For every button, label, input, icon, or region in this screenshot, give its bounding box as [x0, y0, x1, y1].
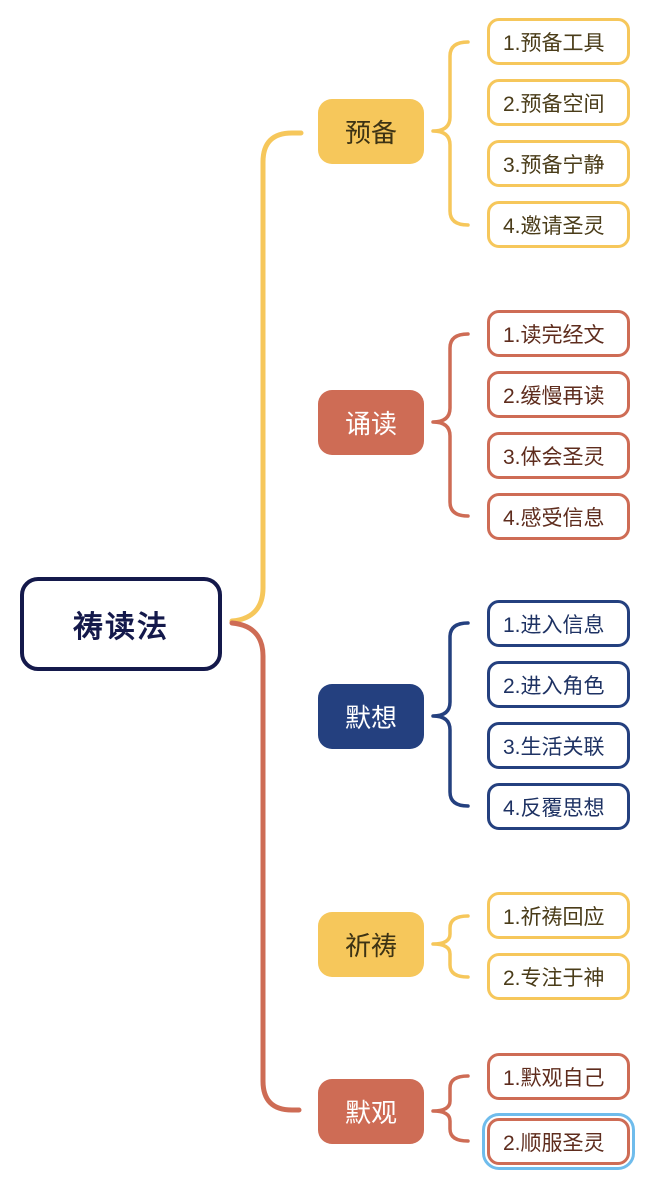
subtopic-label: 2.缓慢再读 — [503, 384, 605, 408]
brace-recitation — [431, 332, 470, 518]
subtopic-label: 2.预备空间 — [503, 92, 605, 116]
branch-preparation-label: 预备 — [344, 118, 397, 148]
branch-preparation[interactable]: 预备 — [318, 99, 424, 164]
subtopic-prayer-2[interactable]: 2.专注于神 — [487, 953, 630, 1000]
subtopic-label: 1.默观自己 — [503, 1066, 605, 1090]
branch-contemplation-label: 默观 — [344, 1098, 397, 1128]
subtopic-label: 2.专注于神 — [503, 966, 605, 990]
subtopic-label: 2.进入角色 — [503, 674, 605, 698]
branch-recitation[interactable]: 诵读 — [318, 390, 424, 455]
subtopic-label: 4.反覆思想 — [503, 796, 605, 820]
branch-prayer-label: 祈祷 — [344, 931, 397, 961]
brace-prayer — [431, 914, 470, 979]
branch-recitation-label: 诵读 — [344, 409, 397, 439]
subtopic-recitation-2[interactable]: 2.缓慢再读 — [487, 371, 630, 418]
subtopic-meditation-1[interactable]: 1.进入信息 — [487, 600, 630, 647]
brace-meditation — [431, 621, 470, 808]
subtopic-label: 1.祈祷回应 — [503, 905, 605, 929]
subtopic-label: 4.邀请圣灵 — [503, 214, 605, 238]
subtopic-prayer-1[interactable]: 1.祈祷回应 — [487, 892, 630, 939]
subtopic-recitation-4[interactable]: 4.感受信息 — [487, 493, 630, 540]
subtopic-label: 3.生活关联 — [503, 735, 605, 759]
subtopic-label: 1.进入信息 — [503, 613, 605, 637]
subtopic-contemplation-1[interactable]: 1.默观自己 — [487, 1053, 630, 1100]
branch-prayer[interactable]: 祈祷 — [318, 912, 424, 977]
subtopic-meditation-2[interactable]: 2.进入角色 — [487, 661, 630, 708]
subtopic-contemplation-2-selected[interactable]: 2.顺服圣灵 — [482, 1113, 635, 1170]
branch-meditation-label: 默想 — [344, 703, 397, 733]
subtopic-meditation-4[interactable]: 4.反覆思想 — [487, 783, 630, 830]
subtopic-preparation-2[interactable]: 2.预备空间 — [487, 79, 630, 126]
subtopic-label: 3.预备宁静 — [503, 153, 605, 177]
subtopic-label: 3.体会圣灵 — [503, 445, 605, 469]
subtopic-label: 2.顺服圣灵 — [503, 1131, 605, 1155]
subtopic-label: 4.感受信息 — [503, 506, 605, 530]
connector-root-contemplation — [229, 620, 302, 1113]
branch-meditation[interactable]: 默想 — [318, 684, 424, 749]
brace-preparation — [431, 40, 470, 227]
subtopic-preparation-4[interactable]: 4.邀请圣灵 — [487, 201, 630, 248]
subtopic-preparation-1[interactable]: 1.预备工具 — [487, 18, 630, 65]
subtopic-label: 1.预备工具 — [503, 31, 605, 55]
root-topic[interactable]: 祷读法 — [20, 577, 222, 671]
brace-contemplation — [431, 1074, 470, 1143]
subtopic-recitation-1[interactable]: 1.读完经文 — [487, 310, 630, 357]
subtopic-recitation-3[interactable]: 3.体会圣灵 — [487, 432, 630, 479]
root-topic-label: 祷读法 — [73, 611, 169, 644]
subtopic-label: 1.读完经文 — [503, 323, 605, 347]
subtopic-meditation-3[interactable]: 3.生活关联 — [487, 722, 630, 769]
branch-contemplation[interactable]: 默观 — [318, 1079, 424, 1144]
subtopic-preparation-3[interactable]: 3.预备宁静 — [487, 140, 630, 187]
connector-root-preparation — [229, 130, 304, 624]
